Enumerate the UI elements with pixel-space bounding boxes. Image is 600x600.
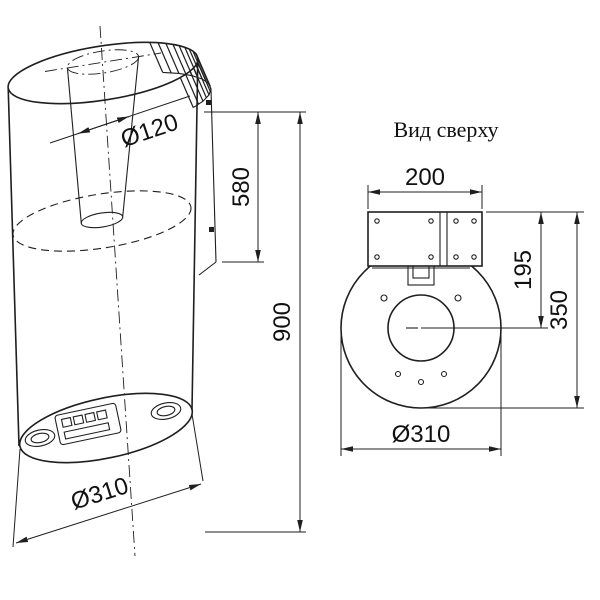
screw-hole-left xyxy=(380,294,388,302)
body-diameter-top-label: Ø310 xyxy=(392,421,451,448)
duct-pipe xyxy=(66,49,140,229)
bracket-screw-bottom xyxy=(209,227,214,232)
duct-diameter-label: Ø120 xyxy=(117,109,181,153)
mounting-plate xyxy=(367,211,483,267)
wall-bracket xyxy=(198,88,217,276)
top-view-dimensions: 200 195 350 Ø310 xyxy=(340,164,584,456)
cylinder-left-edge xyxy=(7,87,20,447)
lamp-left xyxy=(24,429,56,447)
lamp-right xyxy=(150,402,182,420)
panel-display xyxy=(63,422,111,440)
vent-grille-lower-edge xyxy=(162,71,212,109)
hidden-joint-ellipse xyxy=(12,190,192,252)
cylinder-body xyxy=(7,41,199,464)
dimension-plate-to-center: 195 xyxy=(421,212,548,329)
bracket-screw-top xyxy=(206,100,211,105)
cylinder-bottom-ellipse xyxy=(18,392,194,464)
dimension-total-depth: 350 xyxy=(425,212,584,409)
plate-width-label: 200 xyxy=(405,164,445,191)
upper-height-label: 580 xyxy=(228,167,255,207)
dimension-body-diameter-top: Ø310 xyxy=(340,334,502,456)
panel-button-3 xyxy=(84,411,97,423)
total-height-label: 900 xyxy=(269,302,296,342)
dimension-total-height: 900 xyxy=(205,112,306,533)
bottom-hole-1 xyxy=(394,370,402,378)
panel-button-4 xyxy=(96,409,108,421)
cylinder-right-edge xyxy=(191,57,199,411)
top-view: Вид сверху xyxy=(340,117,502,409)
dimension-upper-height: 580 xyxy=(204,111,306,263)
duct-pipe-left-line xyxy=(66,67,82,224)
bottom-hole-3 xyxy=(440,370,448,378)
duct-pipe-bottom-ellipse xyxy=(80,211,124,229)
screw-hole-right xyxy=(454,294,462,302)
top-view-title: Вид сверху xyxy=(393,117,498,142)
duct-hole-ellipse xyxy=(66,49,140,75)
vertical-centerline xyxy=(99,25,136,557)
bracket-bottom-line xyxy=(198,261,217,276)
control-panel xyxy=(54,402,122,446)
vent-grille xyxy=(149,42,212,109)
control-panel-frame xyxy=(54,402,122,446)
panel-button-1 xyxy=(60,416,73,428)
duct-centerline xyxy=(44,52,162,72)
mounting-plate-outline xyxy=(367,211,483,267)
plate-to-center-label: 195 xyxy=(510,250,537,290)
dimension-plate-width: 200 xyxy=(367,164,483,209)
duct-pipe-right-line xyxy=(122,56,140,217)
side-view-dimensions: Ø120 580 900 Ø310 xyxy=(12,95,306,548)
bracket-edge-line xyxy=(210,88,217,263)
total-depth-label: 350 xyxy=(546,290,573,330)
bottom-hole-2 xyxy=(417,378,425,386)
panel-button-2 xyxy=(72,414,85,426)
side-view xyxy=(7,25,217,557)
